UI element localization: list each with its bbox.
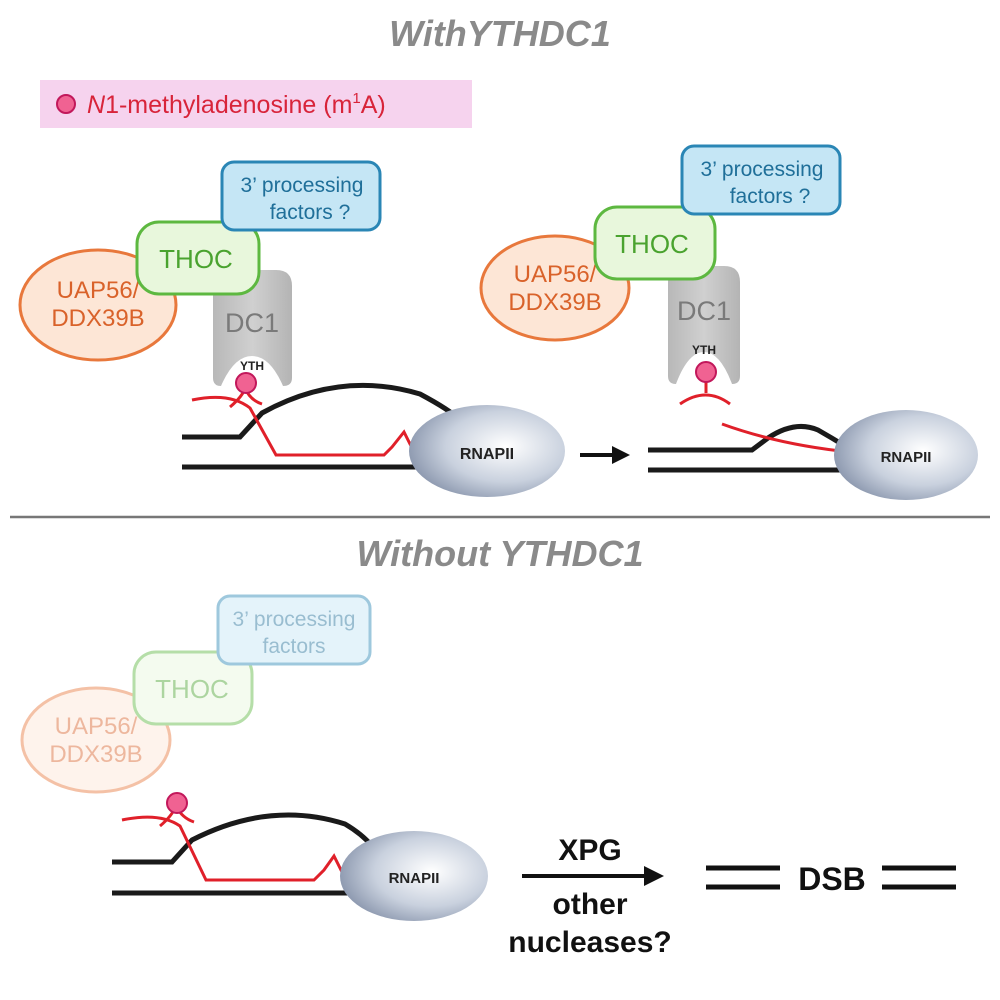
rnapii-label: RNAPII	[460, 446, 514, 463]
top-section-title: WithYTHDC1	[389, 13, 611, 54]
rnapii-label-bottom: RNAPII	[389, 870, 440, 887]
top-right-panel: UAP56/ DDX39B DC1 YTH THOC 3’ processing…	[479, 144, 978, 500]
nascent-rna	[191, 395, 441, 457]
processing-box-faded	[216, 594, 372, 666]
legend-label-end: A)	[361, 91, 386, 119]
uap56-label-line1-right: UAP56/	[514, 261, 597, 288]
released-rna-fragment	[679, 393, 731, 406]
bottom-section-title: Without YTHDC1	[357, 533, 644, 574]
thoc-box	[135, 220, 261, 296]
other-nucleases-line1: other	[553, 888, 628, 921]
legend-italic-n: N	[87, 91, 106, 119]
bottom-transcription-bubble: RNAPII	[112, 792, 488, 921]
uap56-faded-line2: DDX39B	[49, 741, 142, 768]
rnapii-ellipse-right	[834, 410, 978, 500]
rnapii-label-right: RNAPII	[881, 449, 932, 466]
processing-factors-line2: factors ?	[270, 201, 351, 224]
thoc-faded-label: THOC	[155, 674, 229, 704]
yth-domain-label-right: YTH	[692, 343, 716, 357]
other-nucleases-line2: nucleases?	[508, 926, 671, 959]
processing-faded-line2: factors	[262, 635, 325, 658]
m1a-legend-icon	[56, 94, 76, 114]
m1a-mark	[235, 372, 257, 394]
processing-factors-line1-right: 3’ processing	[701, 158, 824, 181]
nuclease-arrow: XPG other nucleases?	[508, 834, 671, 959]
uap56-label-line1: UAP56/	[57, 277, 140, 304]
thoc-label: THOC	[159, 244, 233, 274]
legend-background	[40, 80, 472, 128]
legend-label: N1-methyladenosine (m1A)	[87, 90, 386, 119]
m1a-mark-right	[695, 361, 717, 383]
transition-arrow	[580, 446, 630, 464]
dna-nontemplate-strand	[182, 382, 462, 440]
xpg-label: XPG	[558, 834, 621, 867]
thoc-box-faded	[132, 650, 254, 726]
dc1-label-right: DC1	[677, 296, 731, 326]
uap56-label-line2-right: DDX39B	[508, 289, 601, 316]
m1a-mark-bottom	[166, 792, 188, 814]
processing-faded-line1: 3’ processing	[233, 608, 356, 631]
thoc-label-right: THOC	[615, 229, 689, 259]
dc1-shape	[213, 270, 292, 386]
processing-factors-line1: 3’ processing	[241, 174, 364, 197]
nascent-rna-bottom	[121, 815, 371, 882]
dc1-label: DC1	[225, 308, 279, 338]
thoc-box-right	[593, 205, 717, 281]
processing-factors-box-right	[680, 144, 842, 216]
uap56-ellipse-right	[479, 234, 631, 342]
uap56-ellipse-faded	[20, 686, 172, 794]
uap56-label-line2: DDX39B	[51, 305, 144, 332]
dsb-label: DSB	[798, 861, 866, 897]
yth-domain-label: YTH	[240, 359, 264, 373]
double-strand-break: DSB	[706, 861, 956, 897]
legend-superscript: 1	[352, 90, 360, 107]
faded-complex: UAP56/ DDX39B THOC 3’ processing factors	[20, 594, 372, 794]
dc1-shape-right	[668, 266, 740, 384]
dna-nontemplate-strand-right	[648, 423, 847, 453]
legend: N1-methyladenosine (m1A)	[40, 80, 472, 128]
processing-factors-line2-right: factors ?	[730, 185, 811, 208]
nuclease-arrow-head	[644, 866, 664, 886]
rnapii-ellipse-bottom	[340, 831, 488, 921]
processing-factors-box	[220, 160, 382, 232]
rnapii-ellipse	[409, 405, 565, 497]
dna-nontemplate-strand-bottom	[112, 812, 374, 865]
uap56-faded-line1: UAP56/	[55, 713, 138, 740]
legend-label-main: 1-methyladenosine (m	[105, 91, 352, 119]
top-left-panel: UAP56/ DDX39B DC1 YTH THOC 3’ processing…	[18, 160, 565, 497]
